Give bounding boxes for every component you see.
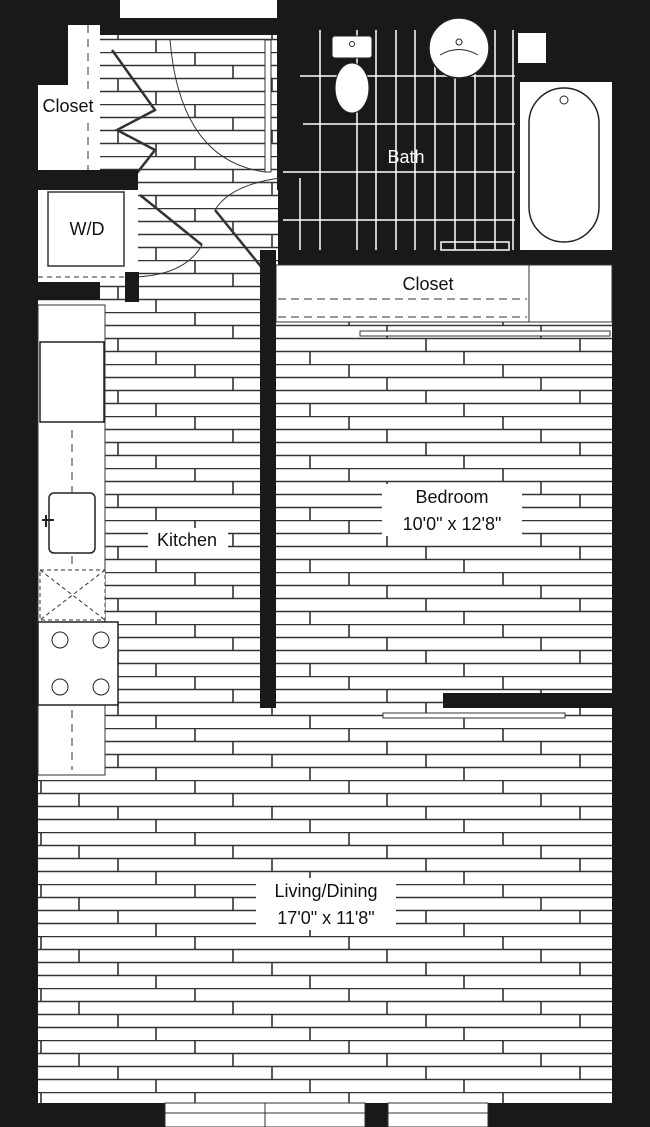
wd-door-swing (134, 244, 203, 278)
wd-wall (125, 272, 139, 302)
closet-sliding-door[interactable] (359, 330, 611, 337)
bath-mat (440, 241, 510, 251)
bath-door-swing (214, 177, 281, 211)
label-bg (38, 92, 100, 118)
stove-icon (37, 621, 119, 706)
room-label-wd: W/D (70, 219, 105, 239)
closet-bedroom (275, 264, 613, 323)
toilet-icon (331, 35, 373, 114)
kitchen-sink-icon (48, 492, 96, 554)
bedroom-wall (260, 250, 276, 708)
room-label-living-dining: Living/Dining (274, 881, 377, 901)
entry-door-swing (169, 39, 266, 173)
entry-door[interactable] (264, 39, 272, 173)
closet-bifold-door[interactable] (110, 49, 157, 206)
bathtub-icon (520, 82, 612, 250)
closet-entry-top (68, 25, 100, 85)
label-bg (256, 878, 396, 930)
wd-door[interactable] (139, 194, 203, 246)
dishwasher-icon (39, 569, 106, 621)
washer-dryer (47, 191, 125, 267)
wd-wall-top (38, 170, 138, 190)
hall-lower-floor (138, 190, 278, 300)
entry-opening (120, 0, 277, 18)
label-bg (382, 484, 522, 536)
bath-cabinet (518, 33, 546, 63)
window-right (387, 1102, 489, 1127)
refrigerator (39, 341, 105, 423)
room-label-bath: Bath (387, 147, 424, 167)
living-dining-dimensions: 17'0" x 11'8" (277, 908, 374, 928)
bath-tile-grid (283, 30, 515, 250)
faucet-icon (42, 515, 54, 527)
room-label-kitchen: Kitchen (157, 530, 217, 550)
window-left (164, 1102, 366, 1127)
bedroom-wall-lower (443, 693, 612, 708)
bedroom-doorway (262, 693, 443, 708)
label-bg (148, 528, 228, 552)
room-label-bedroom: Bedroom (415, 487, 488, 507)
room-label-closet-entry: Closet (42, 96, 93, 116)
bedroom-dimensions: 10'0" x 12'8" (403, 514, 502, 534)
room-label-closet-bedroom: Closet (402, 274, 453, 294)
sink-icon (428, 17, 490, 79)
bedroom-sliding-door[interactable] (382, 712, 566, 719)
